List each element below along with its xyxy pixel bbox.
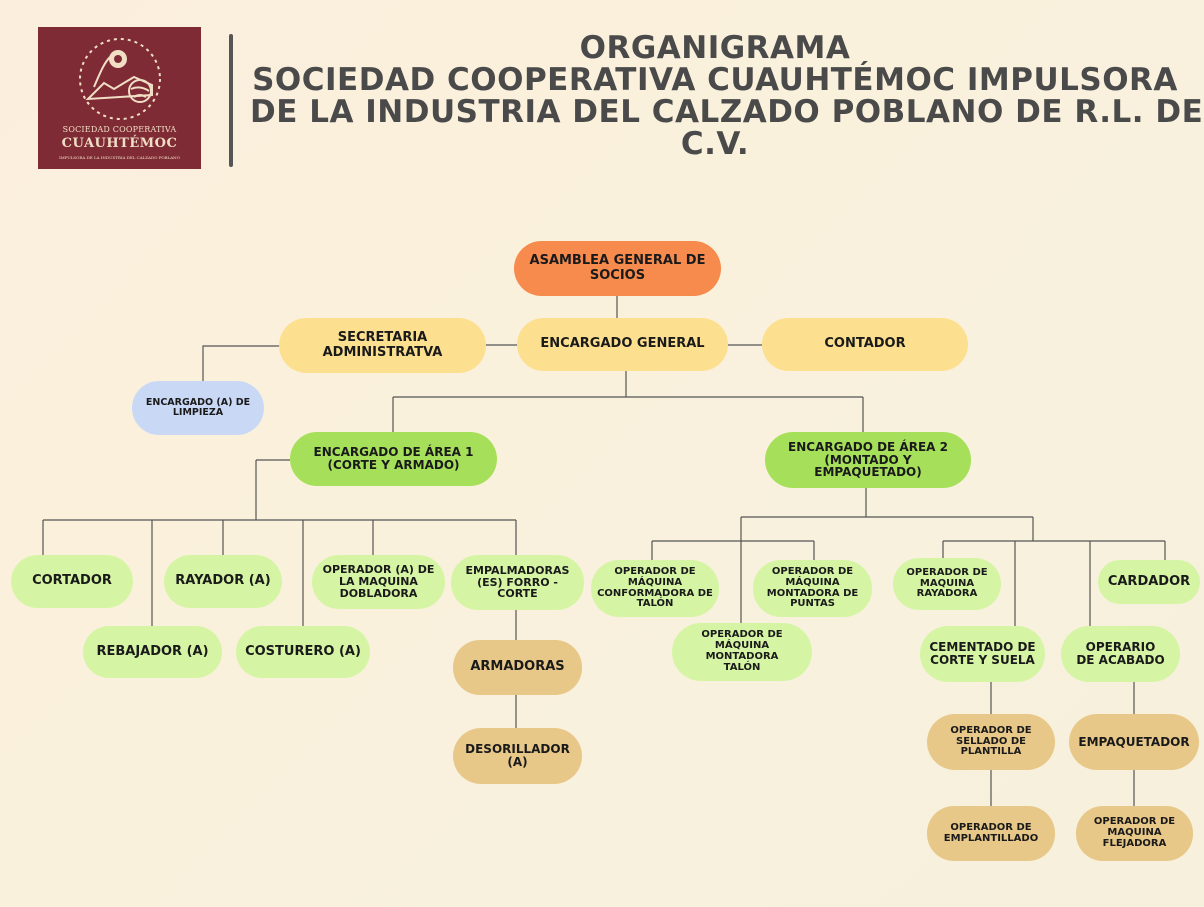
node-secretaria-administrativa: SECRETARIA ADMINISTRATVA xyxy=(279,318,486,373)
cooperative-logo: SOCIEDAD COOPERATIVA CUAUHTÉMOC IMPULSOR… xyxy=(38,27,201,169)
node-rayador: RAYADOR (A) xyxy=(164,555,282,608)
node-operador-rayadora: OPERADOR DE MAQUINA RAYADORA xyxy=(893,558,1001,610)
node-operario-acabado: OPERARIO DE ACABADO xyxy=(1061,626,1180,682)
node-empalmadoras: EMPALMADORAS (ES) FORRO - CORTE xyxy=(451,555,584,610)
node-operador-montadora-puntas: OPERADOR DE MÁQUINA MONTADORA DE PUNTAS xyxy=(753,560,872,617)
node-operador-emplantillado: OPERADOR DE EMPLANTILLADO xyxy=(927,806,1055,861)
node-costurero: COSTURERO (A) xyxy=(236,626,370,678)
node-desorillador: DESORILLADOR (A) xyxy=(453,728,582,784)
page-title: ORGANIGRAMA SOCIEDAD COOPERATIVA CUAUHTÉ… xyxy=(250,30,1204,162)
title-line-4: C.V. xyxy=(680,126,750,162)
node-operador-conformadora-talon: OPERADOR DE MÁQUINA CONFORMADORA DE TALÓ… xyxy=(591,560,719,617)
node-cardador: CARDADOR xyxy=(1098,560,1200,604)
logo-line-2: CUAUHTÉMOC xyxy=(61,136,178,151)
title-line-1: ORGANIGRAMA xyxy=(579,30,851,66)
node-operador-flejadora: OPERADOR DE MAQUINA FLEJADORA xyxy=(1076,806,1193,861)
node-armadoras: ARMADORAS xyxy=(453,640,582,695)
title-divider xyxy=(229,34,233,167)
node-operador-sellado-plantilla: OPERADOR DE SELLADO DE PLANTILLA xyxy=(927,714,1055,770)
node-empaquetador: EMPAQUETADOR xyxy=(1069,714,1199,770)
node-asamblea-general: ASAMBLEA GENERAL DE SOCIOS xyxy=(514,241,721,296)
shoe-gear-emblem-icon xyxy=(79,38,161,120)
title-line-3: DE LA INDUSTRIA DEL CALZADO POBLANO DE R… xyxy=(250,94,1204,130)
logo-line-3: IMPULSORA DE LA INDUSTRIA DEL CALZADO PO… xyxy=(59,155,180,160)
node-encargado-area-1: ENCARGADO DE ÁREA 1 (CORTE Y ARMADO) xyxy=(290,432,497,486)
node-cortador: CORTADOR xyxy=(11,555,133,608)
node-rebajador: REBAJADOR (A) xyxy=(83,626,222,678)
node-operador-dobladora: OPERADOR (A) DE LA MAQUINA DOBLADORA xyxy=(312,555,445,609)
node-cementado: CEMENTADO DE CORTE Y SUELA xyxy=(920,626,1045,682)
node-contador: CONTADOR xyxy=(762,318,968,371)
node-encargado-limpieza: ENCARGADO (A) DE LIMPIEZA xyxy=(132,381,264,435)
title-line-2: SOCIEDAD COOPERATIVA CUAUHTÉMOC IMPULSOR… xyxy=(252,62,1178,98)
node-encargado-area-2: ENCARGADO DE ÁREA 2 (MONTADO Y EMPAQUETA… xyxy=(765,432,971,488)
logo-line-1: SOCIEDAD COOPERATIVA xyxy=(62,125,177,134)
node-encargado-general: ENCARGADO GENERAL xyxy=(517,318,728,371)
node-operador-montadora-talon: OPERADOR DE MÁQUINA MONTADORA TALÓN xyxy=(672,623,812,681)
